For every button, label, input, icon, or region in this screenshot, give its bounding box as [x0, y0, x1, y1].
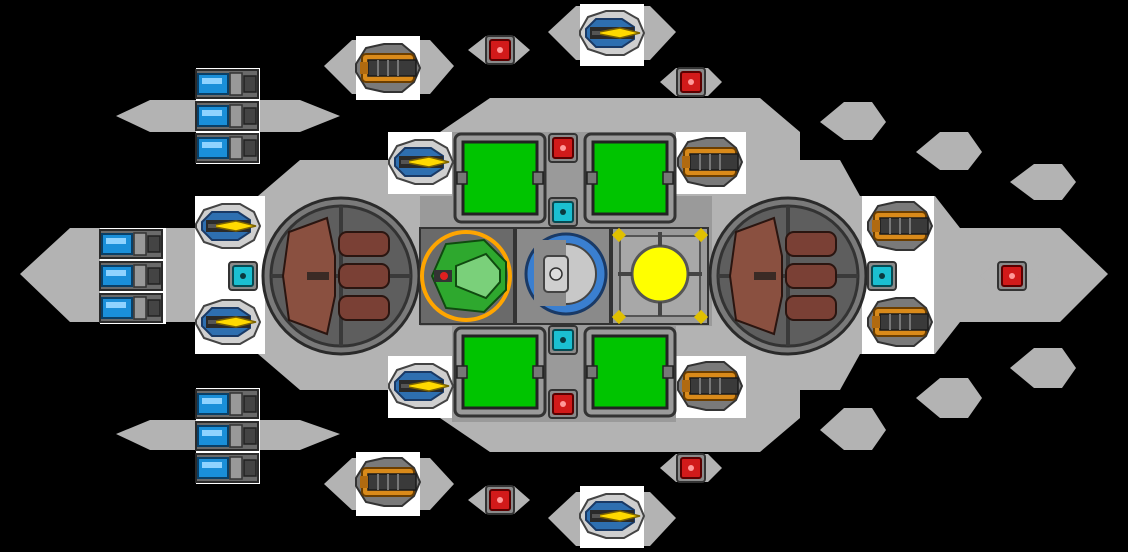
missile-weapon-icon[interactable]	[195, 203, 261, 249]
laser-weapon-icon[interactable]	[867, 201, 933, 251]
laser-weapon-icon[interactable]	[867, 297, 933, 347]
thruster-icon[interactable]	[99, 293, 163, 323]
crew-pod-icon[interactable]	[485, 485, 515, 515]
thruster-icon[interactable]	[195, 69, 259, 99]
laser-weapon-icon[interactable]	[355, 43, 421, 93]
medbay-icon[interactable]	[228, 261, 258, 291]
laser-weapon-icon[interactable]	[677, 361, 743, 411]
crew-pod-icon[interactable]	[548, 133, 578, 163]
thruster-icon[interactable]	[195, 101, 259, 131]
thruster-icon[interactable]	[195, 389, 259, 419]
system-room-bottom-left[interactable]	[453, 326, 547, 418]
missile-weapon-icon[interactable]	[579, 10, 645, 56]
system-room-bottom-right[interactable]	[583, 326, 677, 418]
crew-pod-icon[interactable]	[485, 35, 515, 65]
engine-left-icon[interactable]	[261, 196, 421, 356]
thruster-icon[interactable]	[195, 421, 259, 451]
system-room-top-left[interactable]	[453, 132, 547, 224]
thruster-icon[interactable]	[99, 261, 163, 291]
medbay-icon[interactable]	[867, 261, 897, 291]
system-room-top-right[interactable]	[583, 132, 677, 224]
thruster-icon[interactable]	[99, 229, 163, 259]
thruster-icon[interactable]	[195, 133, 259, 163]
shield-generator-icon[interactable]	[515, 227, 611, 325]
engine-right-icon[interactable]	[708, 196, 868, 356]
crew-pod-icon[interactable]	[997, 261, 1027, 291]
crew-pod-icon[interactable]	[676, 67, 706, 97]
missile-weapon-icon[interactable]	[388, 363, 454, 409]
missile-weapon-icon[interactable]	[195, 299, 261, 345]
laser-weapon-icon[interactable]	[355, 457, 421, 507]
crew-pod-icon[interactable]	[548, 389, 578, 419]
missile-weapon-icon[interactable]	[388, 139, 454, 185]
medbay-icon[interactable]	[548, 197, 578, 227]
medbay-icon[interactable]	[548, 325, 578, 355]
pilot-console-icon[interactable]	[419, 227, 515, 325]
missile-weapon-icon[interactable]	[579, 493, 645, 539]
crew-pod-icon[interactable]	[676, 453, 706, 483]
reactor-core-icon[interactable]	[611, 227, 709, 325]
laser-weapon-icon[interactable]	[677, 137, 743, 187]
thruster-icon[interactable]	[195, 453, 259, 483]
